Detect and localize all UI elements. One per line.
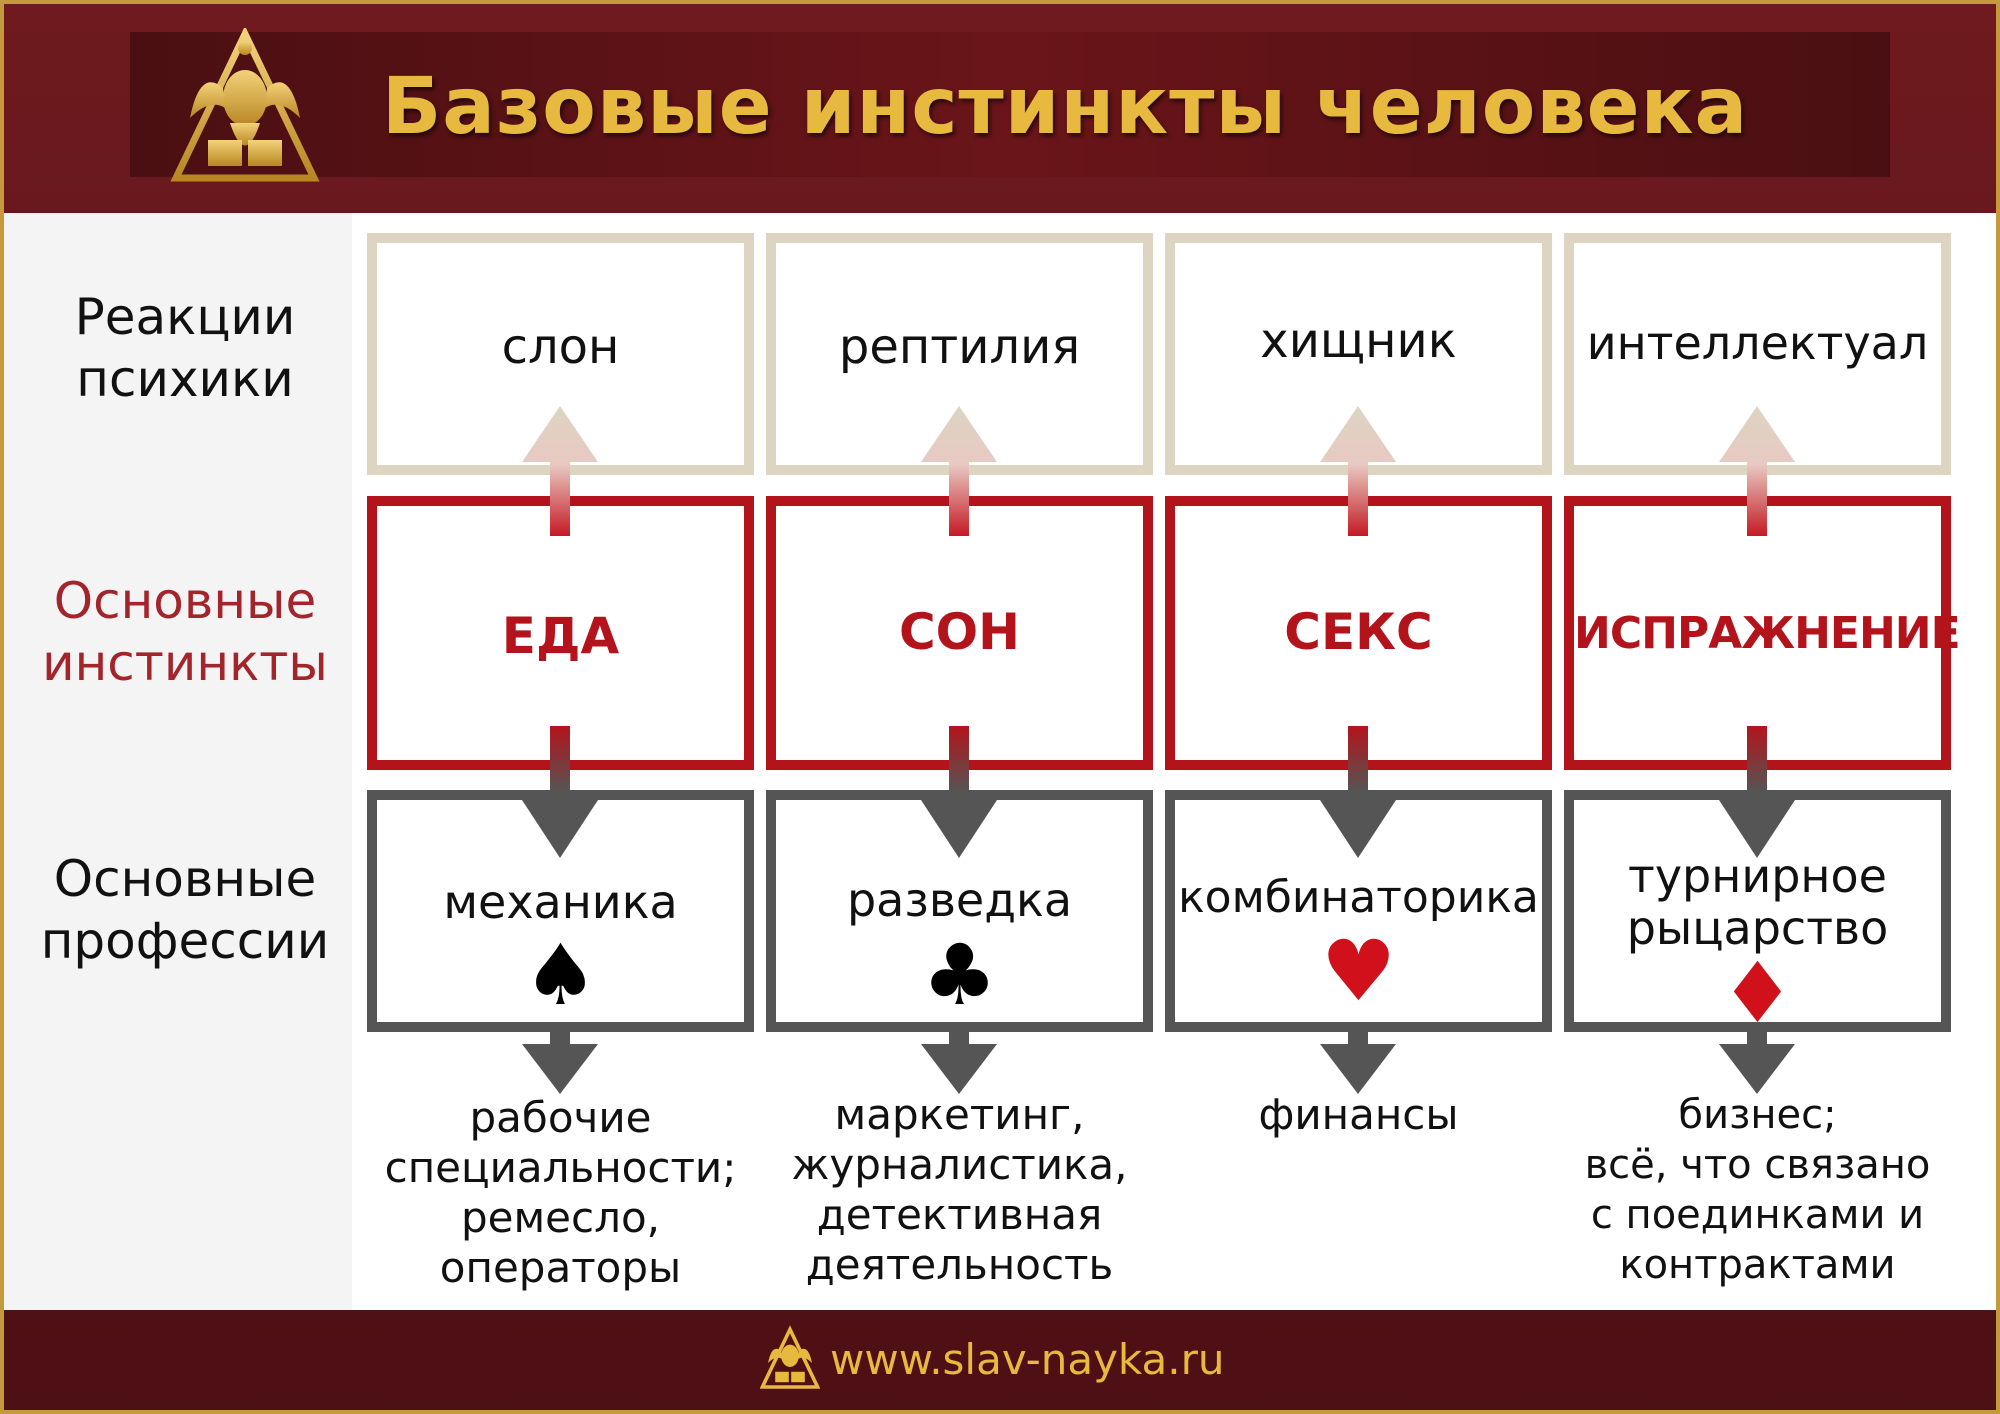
profession-line: разведка bbox=[846, 873, 1073, 927]
instinct-label: ЕДА bbox=[501, 607, 620, 665]
reaction-label: интеллектуал bbox=[1586, 316, 1929, 370]
description-3: финансы bbox=[1165, 1090, 1552, 1140]
spade-icon: ♠ bbox=[522, 926, 599, 1024]
instinct-label: СЕКС bbox=[1284, 603, 1433, 661]
profession-box-4: турнирное рыцарство ♦ bbox=[1564, 790, 1951, 1038]
description-line: операторы bbox=[439, 1243, 682, 1292]
profession-box-3: комбинаторика ♥ bbox=[1165, 790, 1552, 1032]
row-label-professions: Основные профессии bbox=[20, 848, 350, 972]
profession-label: разведка bbox=[776, 874, 1143, 926]
profession-line: турнирное bbox=[1628, 849, 1887, 903]
description-line: рабочие bbox=[469, 1093, 652, 1142]
heart-icon: ♥ bbox=[1320, 922, 1397, 1020]
profession-label: комбинаторика bbox=[1175, 872, 1542, 924]
description-line: с поединками и bbox=[1590, 1192, 1925, 1238]
profession-label: турнирное рыцарство bbox=[1574, 850, 1941, 954]
description-1: рабочие специальности; ремесло, оператор… bbox=[367, 1093, 754, 1293]
description-line: бизнес; bbox=[1678, 1092, 1837, 1138]
reaction-label: слон bbox=[501, 319, 620, 375]
profession-line: рыцарство bbox=[1626, 901, 1889, 955]
description-line: деятельность bbox=[805, 1240, 1114, 1289]
description-2: маркетинг, журналистика, детективная дея… bbox=[766, 1090, 1153, 1290]
row-label-line: Реакции bbox=[74, 288, 296, 346]
instinct-label: СОН bbox=[898, 603, 1021, 661]
row-label-line: Основные bbox=[53, 572, 317, 630]
row-label-column bbox=[4, 213, 352, 1310]
club-icon: ♣ bbox=[921, 926, 998, 1024]
row-label-line: профессии bbox=[40, 912, 330, 970]
reaction-label: хищник bbox=[1260, 313, 1457, 369]
footer-emblem-icon bbox=[760, 1325, 820, 1389]
description-line: контрактами bbox=[1619, 1242, 1896, 1288]
reaction-box-2: рептилия bbox=[766, 233, 1153, 475]
row-label-instincts: Основные инстинкты bbox=[20, 570, 350, 694]
reaction-box-3: хищник bbox=[1165, 233, 1552, 475]
profession-box-2: разведка ♣ bbox=[766, 790, 1153, 1032]
header-band bbox=[130, 32, 1890, 177]
row-label-line: психики bbox=[76, 350, 294, 408]
row-label-reactions: Реакции психики bbox=[20, 286, 350, 410]
diamond-icon: ♦ bbox=[1719, 944, 1796, 1042]
instinct-box-3: СЕКС bbox=[1165, 496, 1552, 770]
description-line: финансы bbox=[1258, 1090, 1459, 1139]
description-line: ремесло, bbox=[460, 1193, 660, 1242]
row-label-line: инстинкты bbox=[42, 634, 328, 692]
reaction-label: рептилия bbox=[838, 319, 1081, 375]
reaction-box-1: слон bbox=[367, 233, 754, 475]
reaction-box-4: интеллектуал bbox=[1564, 233, 1951, 475]
instinct-box-2: СОН bbox=[766, 496, 1153, 770]
description-4: бизнес; всё, что связано с поединками и … bbox=[1564, 1090, 1951, 1290]
profession-line: механика bbox=[443, 875, 678, 929]
row-label-line: Основные bbox=[53, 850, 317, 908]
profession-line: комбинаторика bbox=[1178, 872, 1539, 923]
emblem-logo-icon bbox=[170, 28, 320, 182]
instinct-box-1: ЕДА bbox=[367, 496, 754, 770]
footer-website-link[interactable]: www.slav-nayka.ru bbox=[830, 1335, 1225, 1384]
description-line: маркетинг, bbox=[834, 1090, 1085, 1139]
page-title: Базовые инстинкты человека bbox=[381, 62, 1749, 152]
profession-box-1: механика ♠ bbox=[367, 790, 754, 1032]
instinct-label: ИСПРАЖНЕНИЕ bbox=[1574, 608, 1961, 659]
description-line: детективная bbox=[816, 1190, 1103, 1239]
description-line: специальности; bbox=[384, 1143, 737, 1192]
description-line: всё, что связано bbox=[1584, 1142, 1931, 1188]
instinct-box-4: ИСПРАЖНЕНИЕ bbox=[1564, 496, 1961, 770]
profession-label: механика bbox=[377, 876, 744, 928]
description-line: журналистика, bbox=[791, 1140, 1128, 1189]
